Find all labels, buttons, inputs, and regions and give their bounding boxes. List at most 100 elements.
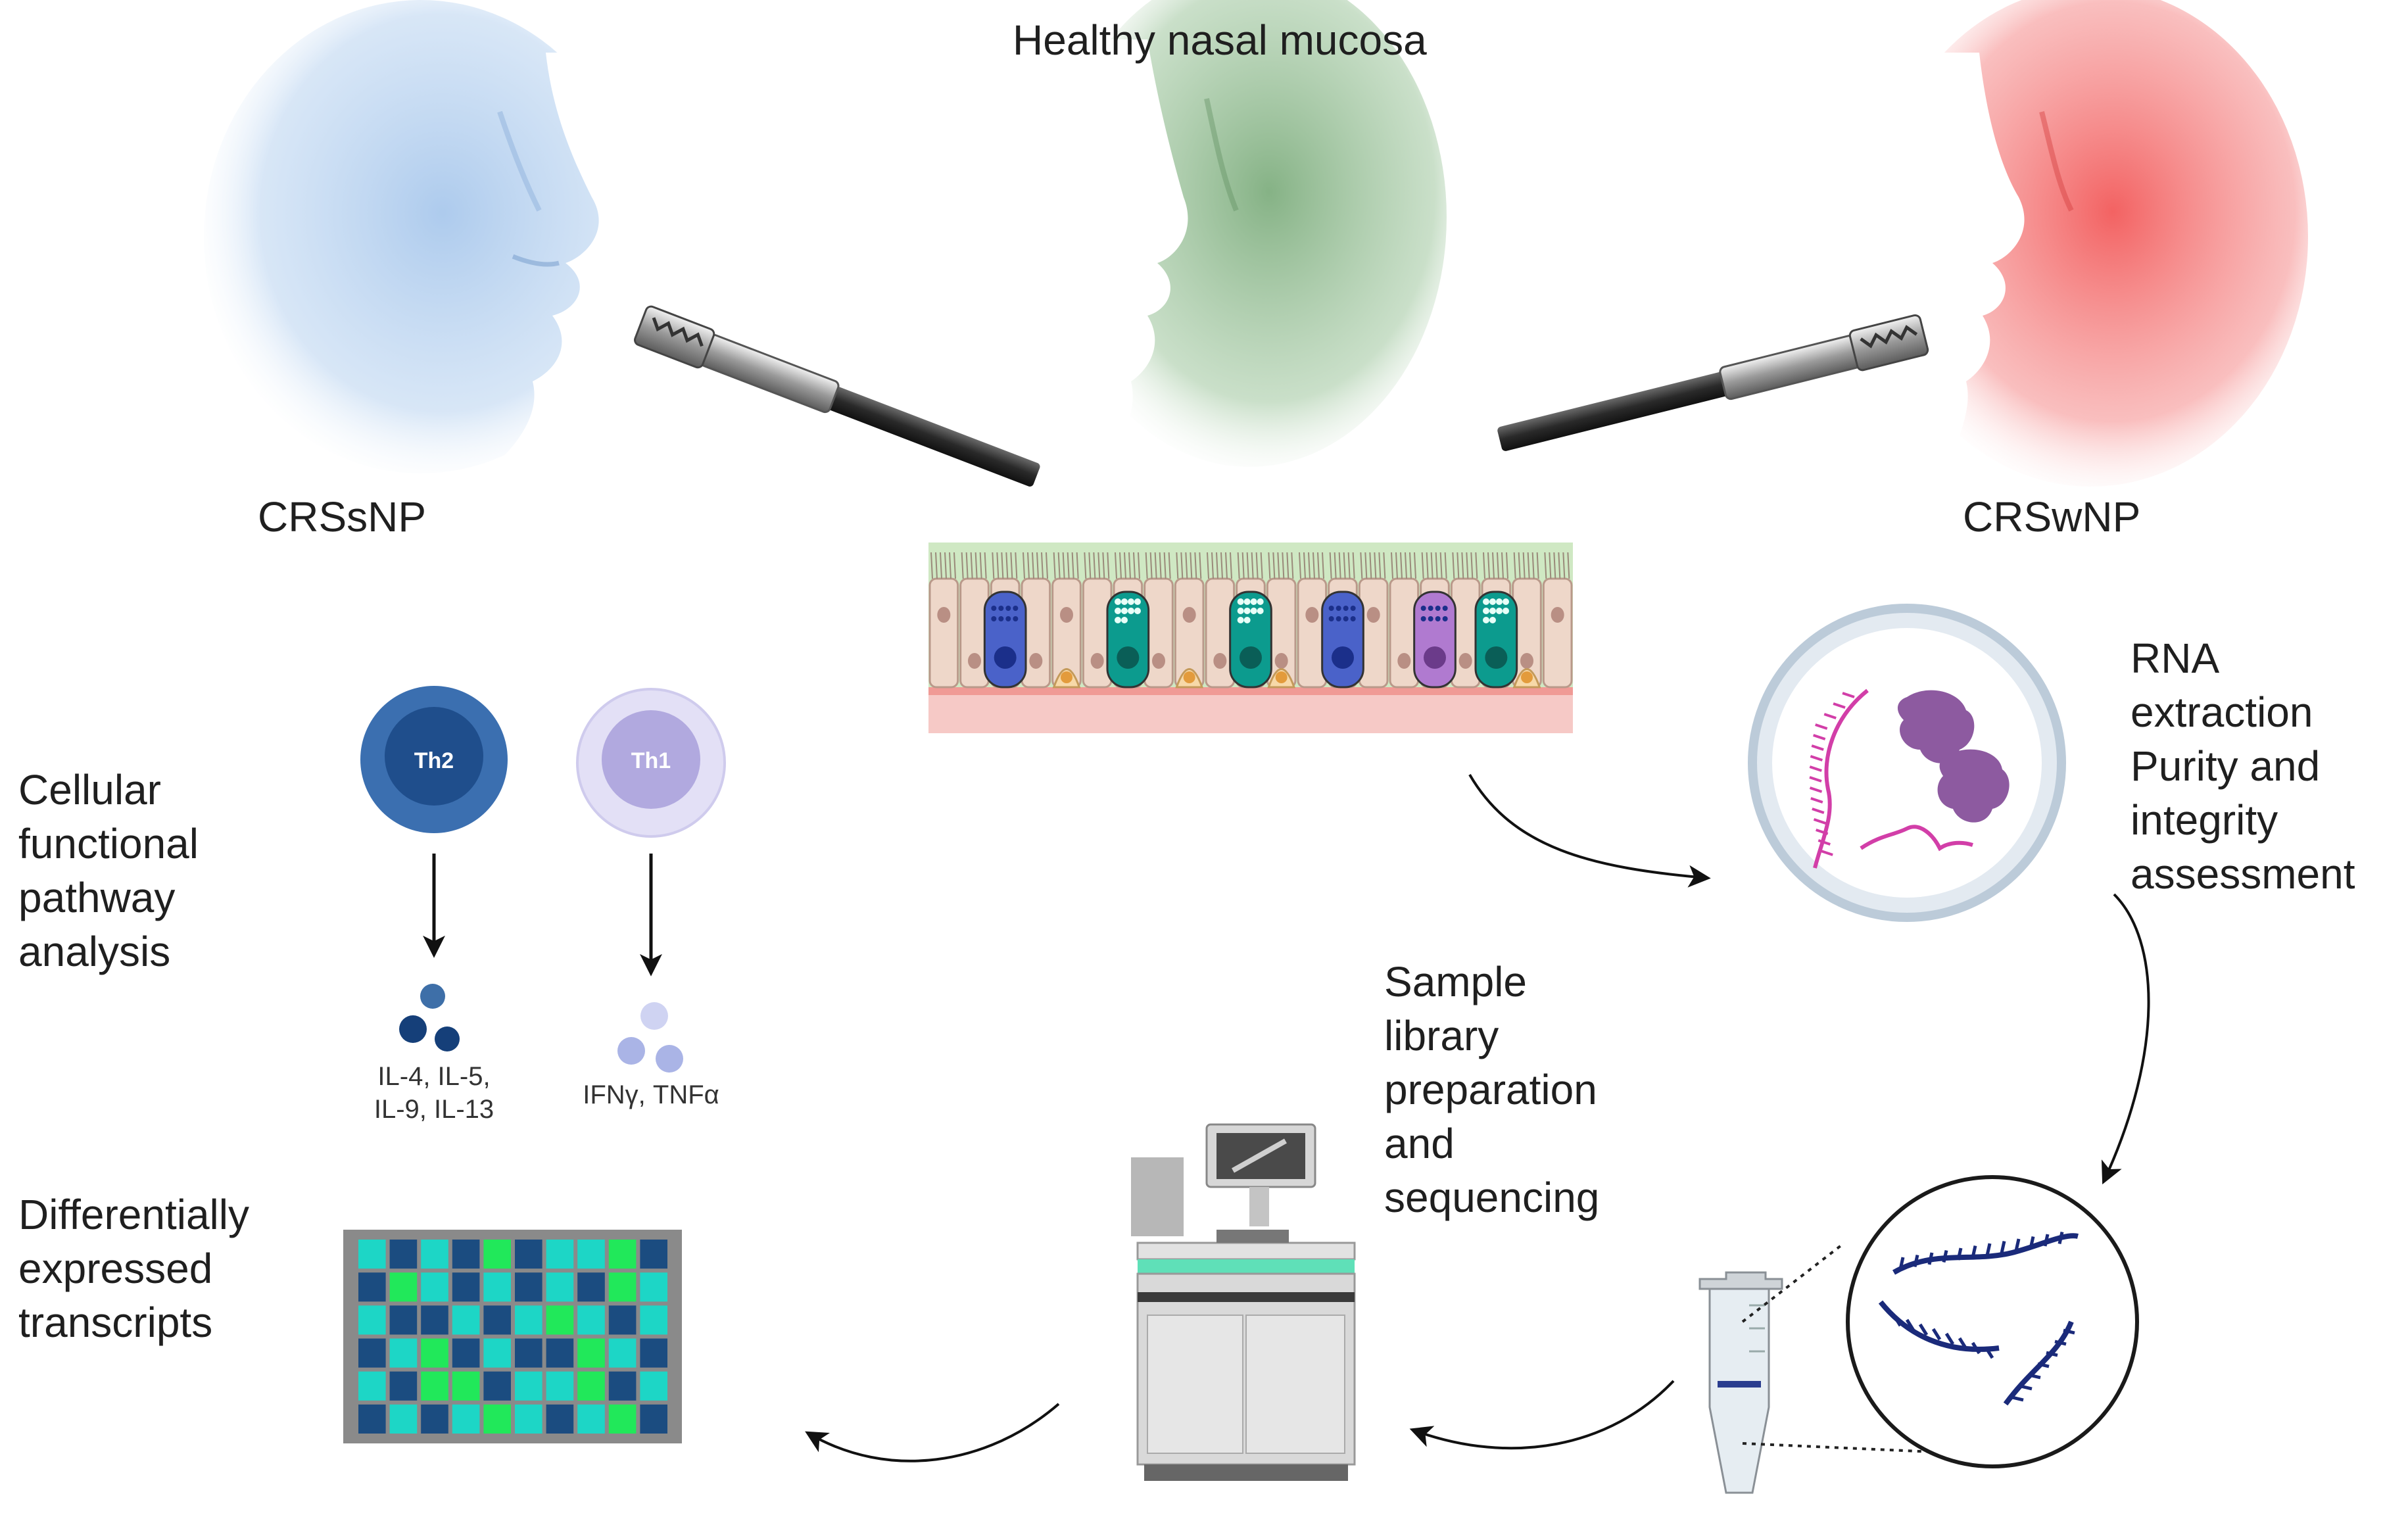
heatmap-cell — [389, 1305, 418, 1335]
heatmap-cell — [483, 1404, 511, 1434]
heatmap-cell — [452, 1404, 480, 1434]
nose-profile-icon-healthy — [1026, 0, 1447, 473]
zoom-line-top — [1741, 1242, 1846, 1323]
library-prep-label: Sample library preparation and sequencin… — [1384, 958, 1600, 1221]
heatmap-cell — [546, 1240, 574, 1269]
rna-strands-icon — [1846, 1175, 2139, 1468]
crswnp-label: CRSwNP — [1963, 493, 2141, 541]
heatmap-cell — [577, 1272, 605, 1302]
heatmap-cell — [608, 1338, 637, 1368]
heatmap-cell — [452, 1272, 480, 1302]
heatmap-cell — [421, 1305, 448, 1335]
heatmap-cell — [577, 1240, 605, 1269]
arrow-icon-to-rna — [1468, 773, 1711, 888]
nose-profile-icon-crswnp — [1854, 0, 2308, 487]
goblet-cell — [1106, 591, 1150, 688]
biopsy-forceps-icon-left — [634, 305, 1040, 487]
heatmap-cell — [389, 1240, 418, 1269]
heatmap-cell — [640, 1404, 667, 1434]
arrow-icon-to-tube — [2101, 893, 2150, 1185]
heatmap-cell — [452, 1305, 480, 1335]
heatmap-cell — [421, 1240, 448, 1269]
heatmap-cell — [515, 1404, 542, 1434]
heatmap-cell — [546, 1272, 574, 1302]
th1-label: Th1 — [631, 748, 671, 773]
cytokines-th2-icon — [399, 984, 460, 1051]
heatmap-cell — [358, 1371, 386, 1401]
arrow-icon-to-sequencer — [1409, 1380, 1675, 1450]
heatmap-cell — [483, 1338, 511, 1368]
goblet-cell — [1474, 591, 1518, 688]
heatmap-icon — [343, 1230, 682, 1443]
title-label: Healthy nasal mucosa — [1013, 16, 1427, 64]
heatmap-cell — [483, 1272, 511, 1302]
dge-label: Differentially expressed transcripts — [18, 1191, 249, 1346]
heatmap-cell — [608, 1305, 637, 1335]
heatmap-cell — [608, 1240, 637, 1269]
heatmap-cell — [483, 1371, 511, 1401]
heatmap-cell — [577, 1371, 605, 1401]
heatmap-cell — [608, 1404, 637, 1434]
heatmap-cell — [389, 1404, 418, 1434]
heatmap-cell — [358, 1272, 386, 1302]
heatmap-cell — [640, 1240, 667, 1269]
heatmap-cell — [515, 1272, 542, 1302]
th1-cell-icon — [576, 688, 726, 838]
heatmap-cell — [483, 1305, 511, 1335]
heatmap-cell — [515, 1371, 542, 1401]
rna-molecule-icon — [1748, 604, 2066, 922]
biopsy-forceps-icon-right — [1497, 314, 1929, 451]
th1-cytokines-label: IFNγ, TNFα — [583, 1080, 719, 1109]
heatmap-cell — [608, 1272, 637, 1302]
heatmap-cell — [389, 1272, 418, 1302]
heatmap-cell — [452, 1240, 480, 1269]
heatmap-cell — [452, 1338, 480, 1368]
heatmap-cell — [515, 1305, 542, 1335]
heatmap-cell — [483, 1240, 511, 1269]
pathway-analysis-label: Cellular functional pathway analysis — [18, 766, 199, 975]
heatmap-cell — [546, 1305, 574, 1335]
heatmap-cell — [640, 1272, 667, 1302]
epithelial-cell — [1542, 577, 1573, 688]
sequencer-icon — [1131, 1123, 1356, 1481]
rna-extraction-label: RNA extraction Purity and integrity asse… — [2131, 635, 2355, 898]
heatmap-cell — [546, 1404, 574, 1434]
cytokines-th1-icon — [617, 1002, 683, 1073]
crssnp-label: CRSsNP — [258, 493, 427, 541]
heatmap-cell — [358, 1338, 386, 1368]
heatmap-cell — [546, 1371, 574, 1401]
heatmap-cell — [577, 1305, 605, 1335]
heatmap-cell — [358, 1404, 386, 1434]
heatmap-cell — [358, 1305, 386, 1335]
th2-label: Th2 — [414, 748, 454, 773]
heatmap-cell — [515, 1338, 542, 1368]
heatmap-cell — [515, 1240, 542, 1269]
immune-cell — [1413, 591, 1457, 688]
th2-cell-icon — [360, 686, 508, 833]
immune-cell — [1321, 591, 1364, 688]
arrow-icon-to-heatmap — [805, 1403, 1060, 1462]
heatmap-cell — [640, 1305, 667, 1335]
epithelial-cell — [928, 577, 959, 688]
heatmap-cell — [608, 1371, 637, 1401]
heatmap-cell — [421, 1272, 448, 1302]
heatmap-cell — [421, 1371, 448, 1401]
th2-cytokines-label: IL-4, IL-5, IL-9, IL-13 — [373, 1062, 494, 1124]
heatmap-cell — [546, 1338, 574, 1368]
heatmap-cell — [577, 1404, 605, 1434]
goblet-cell — [1229, 591, 1272, 688]
heatmap-cell — [577, 1338, 605, 1368]
nose-profile-icon-crssnp — [204, 0, 644, 473]
epithelium-icon — [928, 543, 1573, 733]
heatmap-cell — [389, 1371, 418, 1401]
heatmap-cell — [421, 1338, 448, 1368]
immune-cell — [983, 591, 1027, 688]
heatmap-cell — [421, 1404, 448, 1434]
heatmap-cell — [452, 1371, 480, 1401]
heatmap-cell — [358, 1240, 386, 1269]
heatmap-cell — [640, 1371, 667, 1401]
microtube-icon — [1698, 1271, 1783, 1494]
heatmap-cell — [389, 1338, 418, 1368]
